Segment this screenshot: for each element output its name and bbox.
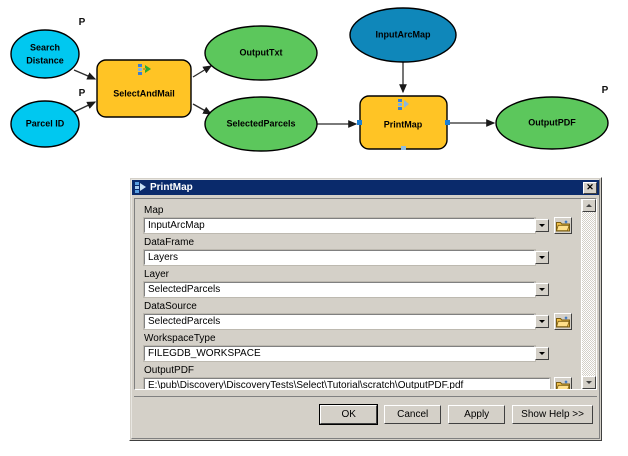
node-parcel-id[interactable]: Parcel ID [10,100,80,148]
scrollbar-track[interactable] [582,212,595,376]
field-workspacetype-input[interactable]: FILEGDB_WORKSPACE [143,345,536,362]
print-map-box[interactable] [359,95,448,150]
model-graph: Search Distance P Parcel ID P SelectAndM… [10,7,609,152]
field-outputpdf: OutputPDF E:\pub\Discovery\DiscoveryTest… [143,365,572,389]
apply-button[interactable]: Apply [448,405,506,424]
field-layer: Layer SelectedParcels [143,269,572,298]
connector-select-and-mail-to-output-txt [192,65,213,78]
output-pdf-ellipse[interactable] [495,96,609,150]
parameter-fields-area: Map InputArcMap DataFrame [135,199,580,389]
node-select-and-mail[interactable]: SelectAndMail [96,59,192,118]
chevron-down-icon[interactable] [535,251,549,264]
dialog-titlebar[interactable]: PrintMap ✕ [132,180,599,195]
show-help-button[interactable]: Show Help >> [512,405,593,424]
field-layer-label: Layer [144,269,170,280]
model-diagram-canvas[interactable]: Search Distance P Parcel ID P SelectAndM… [0,0,628,172]
selection-handle-left[interactable] [357,120,362,125]
cancel-button[interactable]: Cancel [384,405,442,424]
parameter-marker-search-distance: P [79,17,86,28]
script-tool-icon [135,182,146,193]
node-selected-parcels[interactable]: SelectedParcels [204,96,318,152]
dialog-body: Map InputArcMap DataFrame [134,198,597,390]
connector-parcel-id-to-select-and-mail [73,101,97,113]
node-output-pdf[interactable]: OutputPDF [495,96,609,150]
chevron-down-icon[interactable] [535,347,549,360]
open-folder-icon[interactable] [554,377,572,389]
script-tool-icon [138,64,151,75]
output-txt-ellipse[interactable] [204,25,318,81]
field-map-input[interactable]: InputArcMap [143,217,536,234]
field-map-label: Map [144,205,164,216]
parameter-marker-parcel-id: P [79,88,86,99]
field-map: Map InputArcMap [143,205,572,234]
scroll-up-arrow-icon[interactable] [582,199,596,212]
dialog-vertical-scrollbar[interactable] [581,199,596,389]
field-layer-input[interactable]: SelectedParcels [143,281,536,298]
print-map-dialog[interactable]: PrintMap ✕ Map InputArcMap [129,177,602,441]
node-print-map[interactable]: PrintMap [357,95,450,150]
dialog-title: PrintMap [150,182,193,193]
ok-button[interactable]: OK [319,404,379,425]
scroll-down-arrow-icon[interactable] [582,376,596,389]
field-workspacetype-label: WorkspaceType [144,333,216,344]
open-folder-icon[interactable] [554,313,572,330]
field-datasource-label: DataSource [144,301,197,312]
selection-handle-bottom[interactable] [401,146,406,150]
chevron-down-icon[interactable] [535,315,549,328]
parcel-id-ellipse[interactable] [10,100,80,148]
field-outputpdf-input[interactable]: E:\pub\Discovery\DiscoveryTests\Select\T… [143,377,551,389]
selected-parcels-ellipse[interactable] [204,96,318,152]
field-workspacetype: WorkspaceType FILEGDB_WORKSPACE [143,333,572,362]
node-input-arc-map[interactable]: InputArcMap [349,7,457,63]
browse-spacer [554,282,572,297]
field-dataframe-input[interactable]: Layers [143,249,536,266]
connector-group [73,62,496,128]
open-folder-icon[interactable] [554,217,572,234]
dialog-button-bar: OK Cancel Apply Show Help >> [134,396,597,432]
select-and-mail-box[interactable] [96,59,192,118]
connector-search-distance-to-select-and-mail [73,69,97,80]
input-arc-map-ellipse[interactable] [349,7,457,63]
node-search-distance[interactable]: Search Distance [10,29,80,79]
field-dataframe: DataFrame Layers [143,237,572,266]
browse-spacer [554,250,572,265]
close-icon[interactable]: ✕ [583,181,597,194]
node-output-txt[interactable]: OutputTxt [204,25,318,81]
chevron-down-icon[interactable] [535,283,549,296]
dialog-inner-frame [131,179,600,439]
browse-spacer [554,346,572,361]
search-distance-ellipse[interactable] [10,29,80,79]
selection-handle-right[interactable] [445,120,450,125]
connector-select-and-mail-to-selected-parcels [192,103,213,115]
field-datasource-input[interactable]: SelectedParcels [143,313,536,330]
script-tool-icon [398,99,409,110]
field-dataframe-label: DataFrame [144,237,195,248]
field-outputpdf-label: OutputPDF [144,365,195,376]
chevron-down-icon[interactable] [535,219,549,232]
field-datasource: DataSource SelectedParcels [143,301,572,330]
parameter-marker-output-pdf: P [602,85,609,96]
